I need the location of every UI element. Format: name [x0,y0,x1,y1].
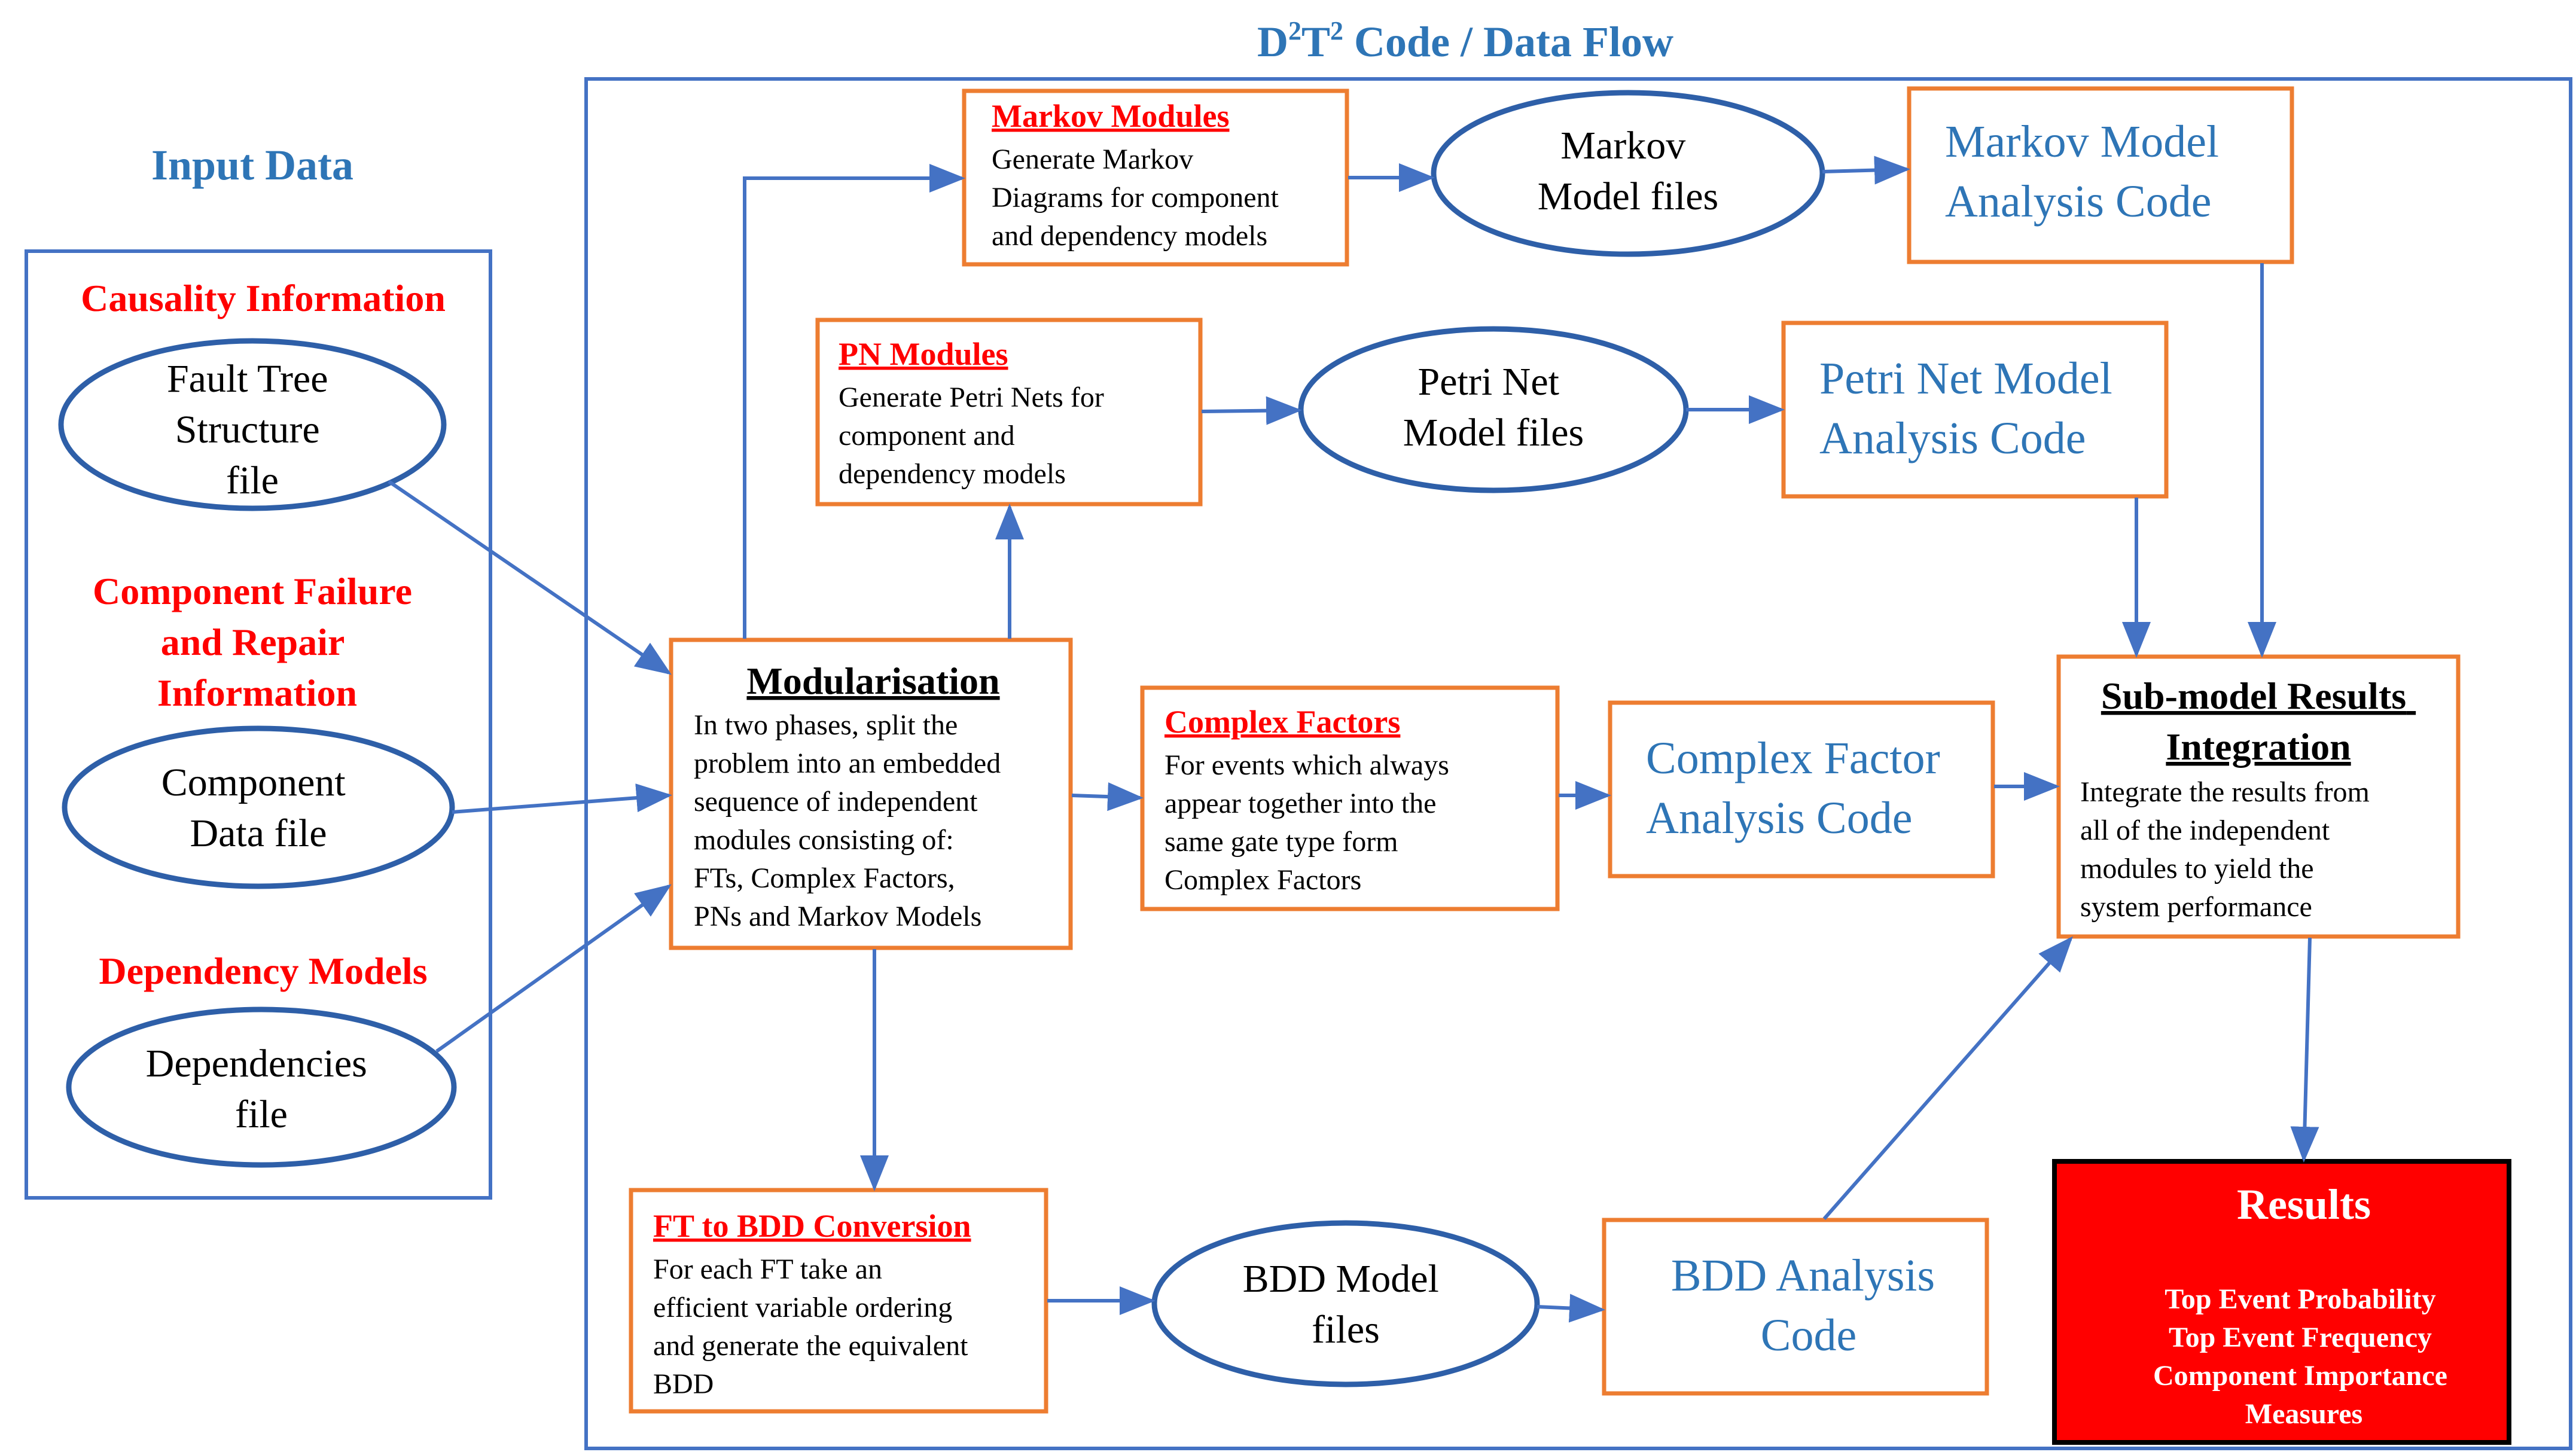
title-mid: T [1301,18,1330,66]
causality-heading: Causality Information [81,277,446,319]
arrow-component-data-to-modularisation [452,783,672,814]
markov-analysis-box [1907,86,2294,264]
bdd-analysis-box [1602,1218,1989,1396]
flow-arrows [388,155,2319,1323]
complex-factors-heading: Complex Factors [1164,704,1400,740]
results-items: Top Event Probability Top Event Frequenc… [2153,1283,2455,1430]
arrow-markov-files-to-analysis [1822,155,1910,185]
markov-analysis-label: Markov Model Analysis Code [1945,117,2230,227]
input-data-frame [25,249,492,1200]
modularisation-title: Modularisation [746,660,999,702]
input-data-heading: Input Data [151,141,353,189]
arrow-modularisation-to-complex [1071,782,1144,812]
dependency-models-heading: Dependency Models [99,950,427,992]
arrow-integration-to-results [2290,937,2319,1163]
ft-to-bdd-box [629,1188,1048,1414]
complex-factors-text: For events which always appear together … [1164,749,1456,896]
complex-factor-analysis-label: Complex Factor Analysis Code [1646,733,1952,843]
bdd-analysis-label: BDD Analysis Code [1671,1250,1946,1361]
title-sup1: 2 [1288,16,1301,45]
modularisation-text: In two phases, split the problem into an… [694,709,1008,932]
arrow-pn-to-files [1201,396,1302,425]
results-title: Results [2237,1181,2371,1228]
diagram-title: D2T2 Code / Data Flow [1257,16,1673,66]
results-box [2052,1159,2511,1445]
bdd-model-files-node [1151,1220,1540,1387]
pn-modules-box [815,318,1203,507]
dependencies-file-label: Dependencies file [146,1042,377,1136]
dependencies-file-node [66,1006,457,1168]
pn-modules-text: Generate Petri Nets for component and de… [839,382,1111,490]
markov-modules-box [962,89,1349,267]
markov-model-files-label: Markov Model files [1538,124,1718,218]
title-suffix: Code / Data Flow [1343,18,1673,66]
integration-text: Integrate the results from all of the in… [2080,776,2377,923]
arrow-dependencies-to-modularisation [435,884,672,1053]
component-data-file-node [62,725,455,889]
code-flow-frame [584,77,2572,1450]
integration-box [2056,654,2461,939]
arrow-fault-tree-to-modularisation [388,480,672,675]
petri-net-analysis-box [1781,321,2169,499]
arrow-bdd-analysis-to-integration [1822,936,2073,1220]
petri-net-model-files-label: Petri Net Model files [1403,360,1584,455]
arrow-modularisation-to-markov [743,164,965,639]
markov-modules-heading: Markov Modules [992,98,1230,134]
petri-net-analysis-label: Petri Net Model Analysis Code [1819,353,2124,463]
pn-modules-heading: PN Modules [839,336,1008,372]
markov-modules-text: Generate Markov Diagrams for component a… [992,144,1286,252]
component-failure-heading: Component Failure and Repair Information [93,570,422,714]
ft-to-bdd-heading: FT to BDD Conversion [653,1208,971,1244]
title-prefix: D [1257,18,1288,66]
complex-factor-analysis-box [1608,700,1995,879]
fault-tree-file-node [58,338,447,511]
integration-title: Sub-model Results Integration [2101,675,2416,768]
arrow-bdd-files-to-analysis [1537,1294,1605,1323]
fault-tree-file-label: Fault Tree Structure file [167,357,338,502]
markov-model-files-node [1431,90,1825,257]
component-data-file-label: Component Data file [161,761,356,855]
bdd-model-files-label: BDD Model files [1243,1257,1449,1352]
modularisation-box [669,637,1073,950]
petri-net-model-files-node [1298,326,1689,493]
ft-to-bdd-text: For each FT take an efficient variable o… [653,1253,975,1400]
title-sup2: 2 [1330,16,1343,45]
